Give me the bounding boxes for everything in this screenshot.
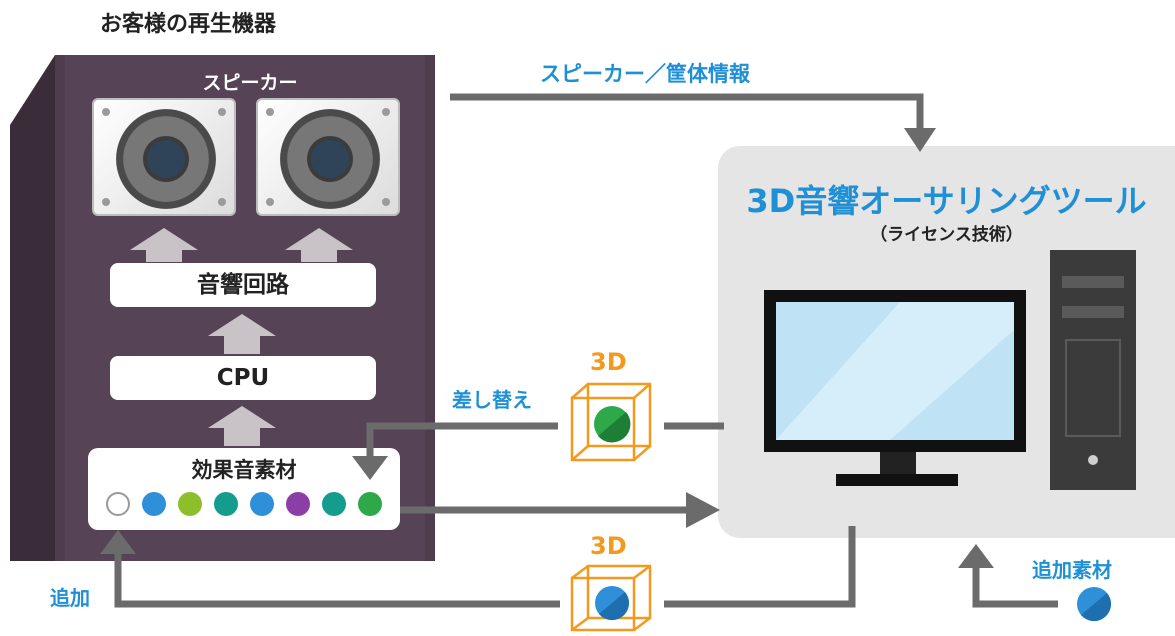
sound-material-dot: [358, 492, 382, 516]
sound-material-dot: [322, 492, 346, 516]
add-material-arrow: [972, 566, 1058, 608]
speaker-info-arrow: [450, 93, 924, 130]
speaker-cone-icon: [116, 109, 216, 209]
sound-material-dot: [142, 492, 166, 516]
3d-label-top: 3D: [590, 348, 627, 376]
arrow-head-icon: [352, 456, 388, 480]
speaker-right: [256, 98, 400, 216]
add-arrow: [114, 526, 856, 608]
additional-material-label: 追加素材: [1032, 558, 1112, 582]
sound-material-dot: [286, 492, 310, 516]
monitor-icon: [764, 290, 1026, 486]
sound-effects-box: [88, 448, 400, 530]
speaker-left: [92, 98, 236, 216]
speaker-info-label: スピーカー／筐体情報: [540, 62, 750, 86]
3d-cube-icon: [570, 382, 652, 462]
pc-tower-icon: [1050, 250, 1136, 490]
add-label: 追加: [50, 586, 90, 610]
speaker-label: スピーカー: [202, 72, 298, 94]
arrow-head-icon: [904, 128, 936, 152]
audio-circuit-box: 音響回路: [110, 263, 376, 307]
sound-material-dot: [250, 492, 274, 516]
up-arrow-icon: [130, 228, 353, 446]
sound-material-dot: [214, 492, 238, 516]
sound-effects-label: 効果音素材: [191, 458, 297, 482]
cpu-box: CPU: [110, 356, 376, 400]
device-title: お客様の再生機器: [100, 12, 277, 37]
speaker-cone-icon: [280, 109, 380, 209]
arrow-head-icon: [100, 530, 136, 554]
3d-label-bottom: 3D: [590, 532, 627, 560]
sound-material-dot: [178, 492, 202, 516]
replace-arrow: [366, 422, 724, 458]
arrow-head-icon: [686, 492, 720, 528]
authoring-tool-subtitle: （ライセンス技術）: [870, 225, 1023, 245]
arrow-head-icon: [958, 544, 994, 568]
sound-material-dot: [106, 492, 130, 516]
replace-label: 差し替え: [452, 388, 532, 412]
authoring-tool-title: 3D音響オーサリングツール: [746, 182, 1147, 220]
